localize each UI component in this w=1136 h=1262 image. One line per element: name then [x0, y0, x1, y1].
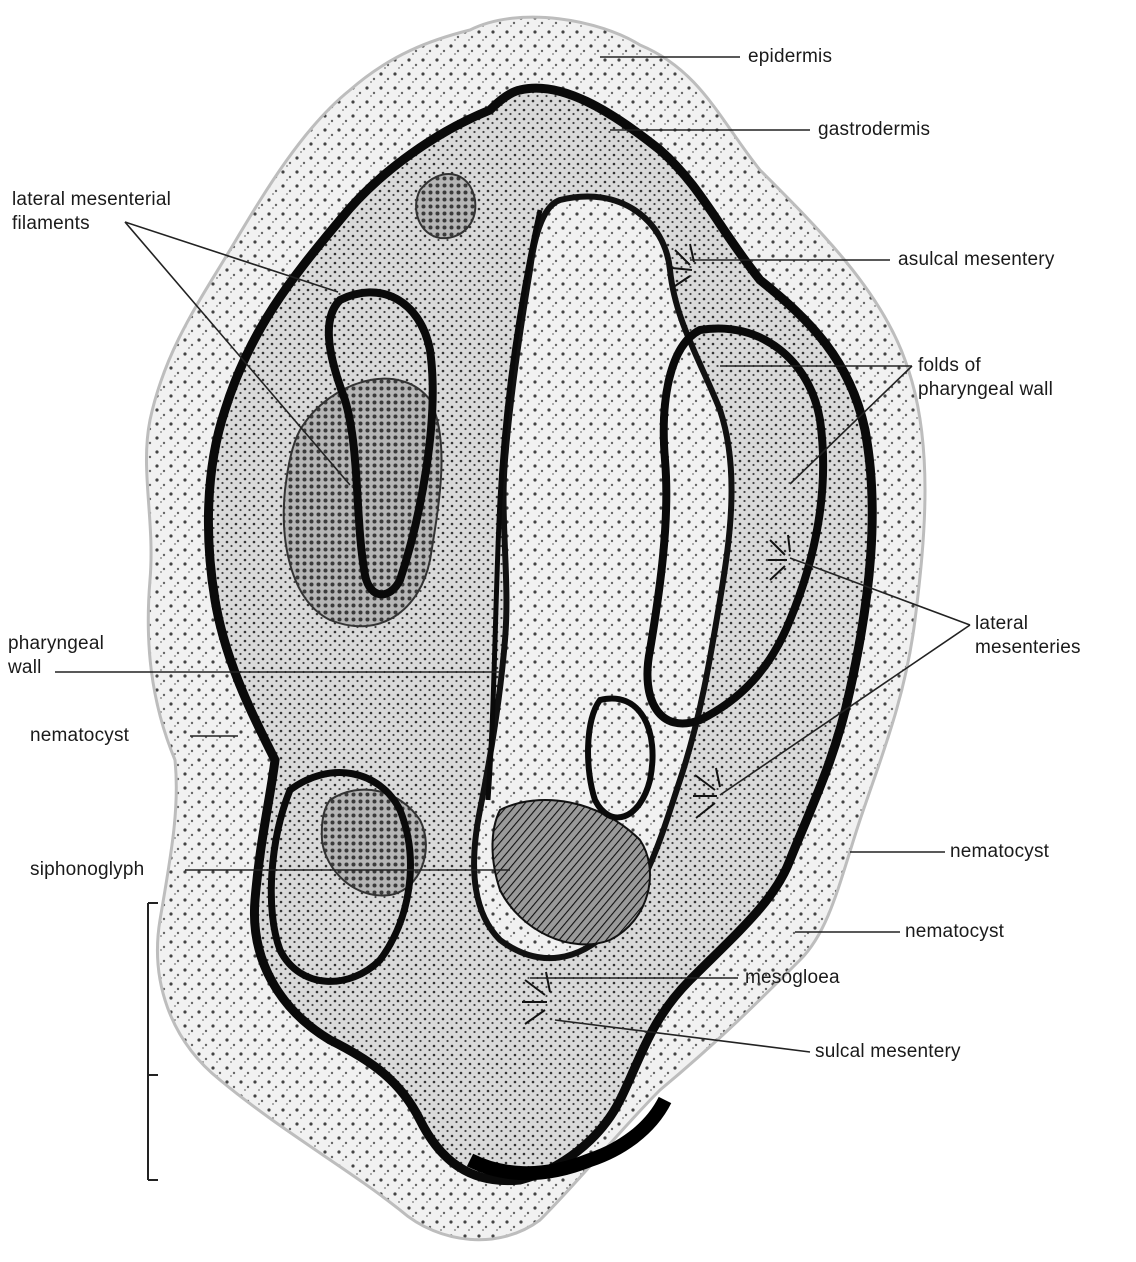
label-lateral-mesenteries-line2: mesenteries — [975, 636, 1081, 660]
label-lateral-mesenteries-line1: lateral — [975, 612, 1028, 636]
label-folds-line2: pharyngeal wall — [918, 378, 1053, 402]
label-folds-line1: folds of — [918, 354, 981, 378]
label-gastrodermis: gastrodermis — [818, 118, 930, 142]
label-mesogloea: mesogloea — [745, 966, 840, 990]
label-lateral-mesenterial-filaments-line2: filaments — [12, 212, 90, 236]
mesenterial-filament-upper — [416, 174, 475, 238]
label-sulcal-mesentery: sulcal mesentery — [815, 1040, 961, 1064]
label-nematocyst-right-lower: nematocyst — [905, 920, 1004, 944]
label-nematocyst-right-upper: nematocyst — [950, 840, 1049, 864]
label-pharyngeal-wall-line1: pharyngeal — [8, 632, 104, 656]
label-lateral-mesenterial-filaments-line1: lateral mesenterial — [12, 188, 171, 212]
label-pharyngeal-wall-line2: wall — [8, 656, 42, 680]
label-siphonoglyph: siphonoglyph — [30, 858, 144, 882]
label-epidermis: epidermis — [748, 45, 832, 69]
label-asulcal-mesentery: asulcal mesentery — [898, 248, 1055, 272]
label-nematocyst-left: nematocyst — [30, 724, 129, 748]
